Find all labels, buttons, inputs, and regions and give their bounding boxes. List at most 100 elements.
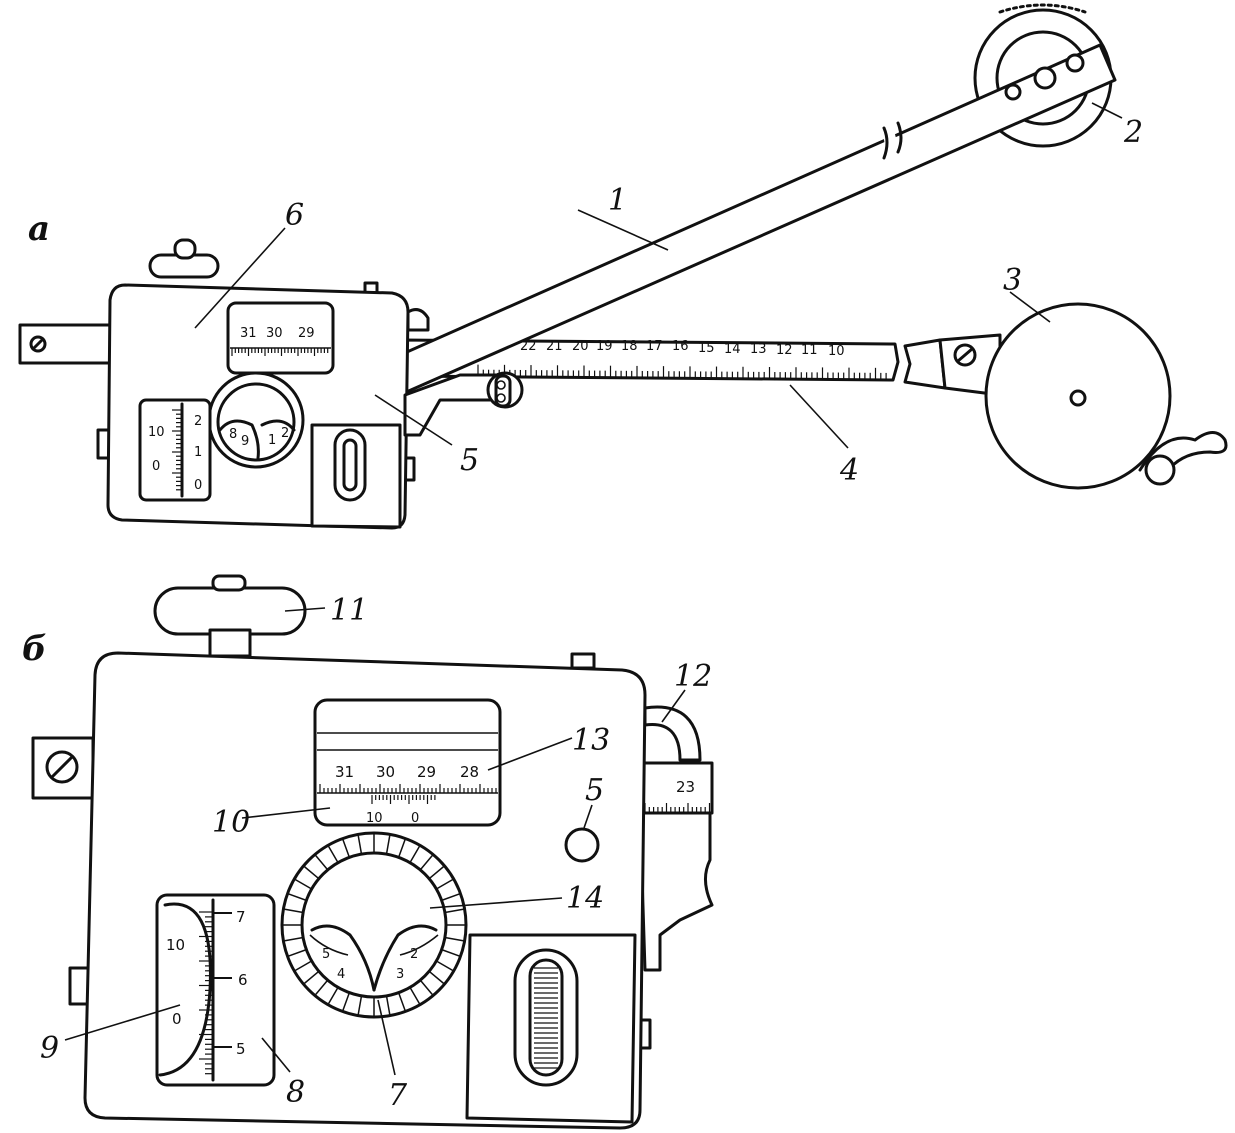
window-number: 29 (298, 326, 315, 341)
vernier-number: 10 (166, 936, 185, 954)
dial-digit: 3 (396, 967, 404, 982)
dial-ring-segment (444, 936, 465, 942)
dial-ring-segment (385, 834, 391, 855)
part-label-11: 11 (330, 593, 368, 628)
part-label-8: 8 (286, 1075, 305, 1110)
dial-ring-segment (303, 970, 320, 985)
part-label-5: 5 (460, 443, 479, 478)
panel-b-vernier-numbers: 10 0 7 6 5 (166, 908, 248, 1058)
bar-number: 11 (801, 343, 818, 358)
panel-a-window-numbers: 31 30 29 (240, 326, 315, 341)
dial-ring-segment (444, 908, 465, 914)
dial-digit: 2 (410, 947, 418, 962)
part-label-7: 7 (388, 1078, 408, 1113)
panel-a-labels: 1 2 3 4 5 6 (194, 102, 1143, 488)
dial-digit: 8 (229, 427, 237, 442)
panel-a: а (18, 3, 1228, 530)
dial-ring-segment (409, 986, 421, 1006)
part-label-12: 12 (674, 659, 712, 694)
vernier-number: 7 (236, 908, 246, 926)
dial-ring-segment (428, 970, 445, 985)
window-number: 31 (240, 326, 257, 341)
part-label-4: 4 (839, 453, 859, 488)
part-label-6: 6 (285, 198, 304, 233)
part-label-13: 13 (572, 723, 610, 758)
dial-ring-segment (327, 986, 339, 1006)
bar-number: 17 (646, 339, 663, 354)
dial-ring-segment (314, 854, 329, 871)
dial-digit: 9 (241, 434, 249, 449)
bar-number: 15 (698, 341, 715, 356)
bar-number: 23 (676, 778, 695, 796)
dial-ring-segment (357, 834, 363, 855)
dial-ring-segment (287, 892, 307, 902)
part-label-9: 9 (40, 1031, 59, 1066)
dial-ring-segment (314, 979, 329, 996)
bar-number: 16 (672, 339, 689, 354)
panel-a-graduated-bar (398, 333, 1002, 397)
dial-ring-segment (293, 878, 313, 890)
dial-ring-segment (409, 844, 421, 864)
vernier-number: 2 (194, 414, 202, 429)
part-label-3: 3 (1003, 263, 1022, 298)
window-vernier-number: 10 (366, 811, 383, 826)
dial-digit: 4 (337, 967, 345, 982)
vernier-number: 1 (194, 445, 202, 460)
part-label-10: 10 (212, 805, 250, 840)
vernier-number: 0 (152, 459, 160, 474)
panel-b-body (68, 574, 652, 1130)
bar-number: 21 (546, 339, 563, 354)
panel-b-letter: б (22, 629, 47, 669)
dial-digit: 5 (322, 947, 330, 962)
vernier-number: 0 (194, 478, 202, 493)
dial-ring-segment (441, 948, 461, 958)
dial-ring-segment (419, 854, 434, 871)
dial-ring-segment (397, 992, 407, 1012)
dial-ring-segment (435, 878, 455, 890)
bar-number: 20 (572, 339, 589, 354)
dial-ring-segment (357, 995, 363, 1016)
panel-a-clamp (18, 323, 117, 365)
window-number: 29 (417, 763, 436, 781)
panel-b-labels: 11 12 13 5 10 14 9 8 7 (40, 593, 712, 1113)
vernier-number: 5 (236, 1040, 246, 1058)
dial-ring-segment (441, 892, 461, 902)
dial-ring-segment (287, 948, 307, 958)
vernier-number: 6 (238, 971, 248, 989)
part-label-1: 1 (608, 183, 627, 218)
bar-number: 12 (776, 343, 793, 358)
dial-ring-segment (293, 960, 313, 972)
dial-ring-segment (385, 995, 391, 1016)
panel-b-slide: 23 (638, 705, 714, 972)
panel-a-letter: а (28, 209, 50, 249)
panel-a-vernier-numbers: 10 0 2 1 0 (148, 414, 202, 493)
dial-ring-segment (327, 844, 339, 864)
bar-number: 14 (724, 342, 741, 357)
dial-digit: 1 (268, 433, 276, 448)
bar-number: 18 (621, 339, 638, 354)
panel-b-clamp (31, 736, 95, 800)
window-number: 30 (266, 326, 283, 341)
panel-a-disc-3 (984, 302, 1228, 490)
panel-a-dial-digits: 8 9 1 2 (229, 426, 289, 449)
bar-number: 22 (520, 339, 537, 354)
window-vernier-number: 0 (411, 811, 419, 826)
bar-number: 19 (596, 339, 613, 354)
window-number: 31 (335, 763, 354, 781)
vernier-number: 10 (148, 425, 165, 440)
dial-ring-segment (341, 992, 351, 1012)
part-label-5: 5 (585, 773, 604, 808)
dial-ring-segment (341, 838, 351, 858)
window-number: 28 (460, 763, 479, 781)
panel-a-body (96, 238, 524, 530)
part-label-14: 14 (566, 881, 604, 916)
dial-ring-segment (419, 979, 434, 996)
dial-ring-segment (283, 936, 304, 942)
panel-b-window-numbers: 31 30 29 28 10 0 (335, 763, 479, 826)
dial-ring-segment (397, 838, 407, 858)
panel-b: б 23 (22, 574, 714, 1130)
dial-ring-segment (283, 908, 304, 914)
bar-number: 10 (828, 344, 845, 359)
bar-number: 13 (750, 342, 767, 357)
